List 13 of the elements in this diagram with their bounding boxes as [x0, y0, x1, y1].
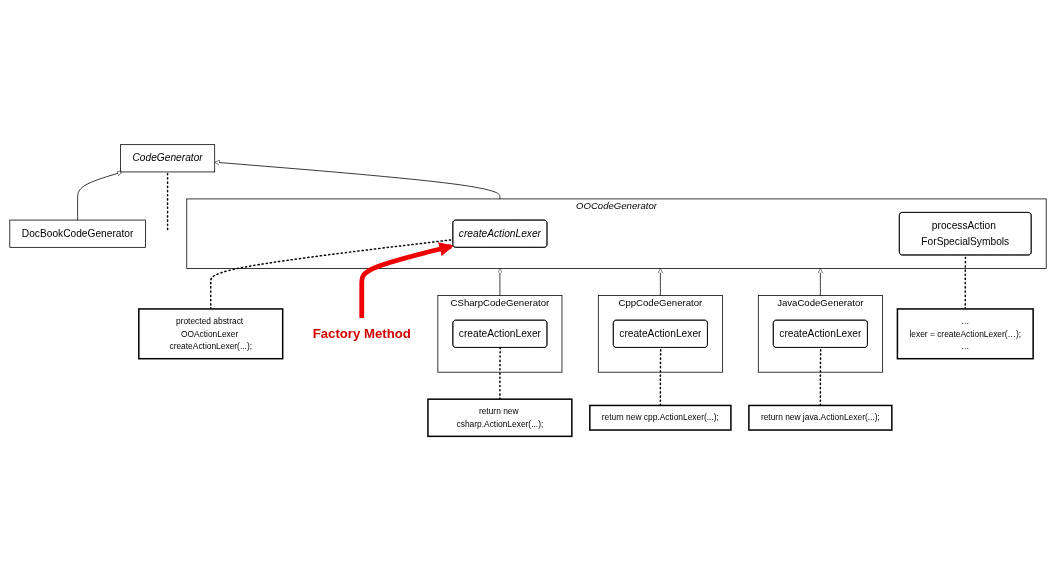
connector — [659, 347, 662, 407]
connector — [166, 171, 169, 231]
node-box: DocBookCodeGenerator — [9, 219, 146, 248]
node-box: CodeGenerator — [120, 144, 216, 173]
connector — [499, 347, 501, 400]
node-text: Factory Method — [312, 326, 411, 342]
node-box: … lexer = createActionLexer(…); … — [896, 308, 1034, 360]
node-box: return new java.ActionLexer(...); — [748, 404, 893, 431]
node-box: protected abstract OOActionLexer createActionLexer(...); — [138, 308, 284, 360]
arrow — [359, 242, 454, 318]
node-box: return new cpp.ActionLexer(...); — [589, 404, 732, 431]
node-box: return new csharp.ActionLexer(...); — [427, 398, 573, 438]
connector — [819, 347, 822, 407]
